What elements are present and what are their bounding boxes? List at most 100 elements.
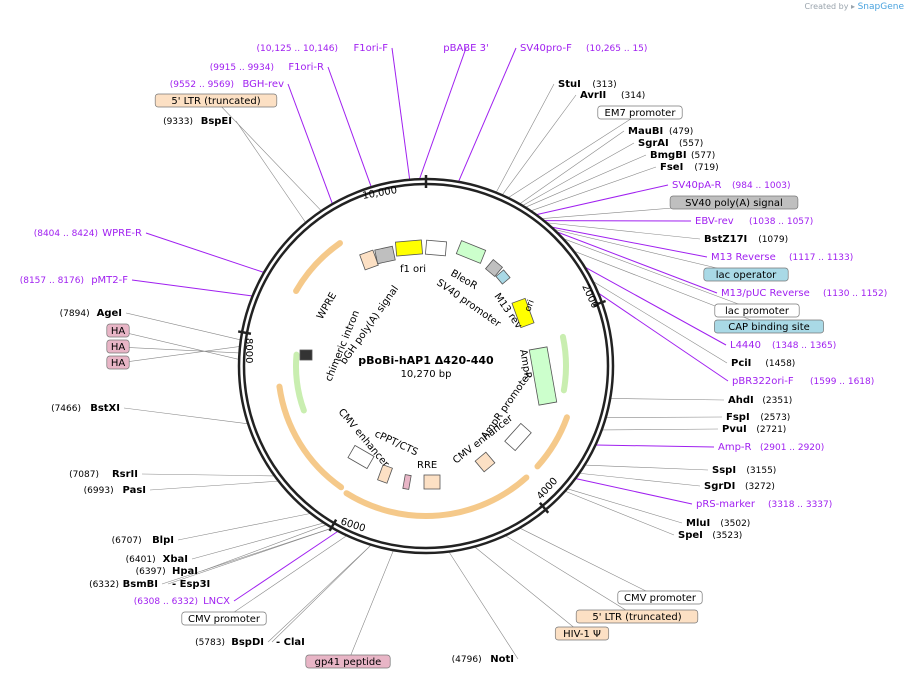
leader-line (141, 473, 275, 477)
enzyme-name: AgeI (97, 308, 122, 319)
label-pmt2-f[interactable]: pMT2-F(8157 .. 8176) (20, 275, 129, 286)
label-sv40pro-f[interactable]: SV40pro-F(10,265 .. 15) (520, 43, 647, 54)
position-label: (3272) (745, 482, 775, 492)
position-label: (2351) (762, 396, 792, 406)
primer-name: WPRE-R (102, 228, 142, 239)
label-amp-r[interactable]: Amp-R(2901 .. 2920) (718, 442, 824, 453)
label-bspdi[interactable]: BspDI(5783) (195, 637, 264, 648)
label-sgrai[interactable]: SgrAI(557) (638, 138, 703, 149)
feature-block (423, 474, 441, 490)
label-lac-operator[interactable]: lac operator (703, 267, 789, 282)
label-bstxi[interactable]: BstXI(7466) (51, 403, 120, 414)
label-sgrdi[interactable]: SgrDI(3272) (704, 481, 775, 492)
label-l4440[interactable]: L4440(1348 .. 1365) (730, 340, 836, 351)
label-gp41-peptide[interactable]: gp41 peptide (305, 654, 391, 669)
feature-label: SV40 poly(A) signal (685, 198, 783, 209)
primer-name: F1ori-R (288, 62, 324, 73)
enzyme-name: BspEI (201, 116, 232, 127)
inner-ori: ori (523, 299, 536, 313)
label-spei[interactable]: SpeI(3523) (678, 530, 742, 541)
label-ebv-rev[interactable]: EBV-rev(1038 .. 1057) (695, 216, 813, 227)
label-sv40-poly-a-signal[interactable]: SV40 poly(A) signal (669, 195, 799, 210)
position-label: (314) (621, 91, 645, 101)
label-fspi[interactable]: FspI(2573) (726, 412, 790, 423)
label-bsmbi[interactable]: BsmBI(6332) (89, 579, 158, 590)
label-lac-promoter[interactable]: lac promoter (714, 303, 800, 318)
feature-box (714, 303, 800, 318)
label--clai[interactable]: - ClaI (276, 637, 305, 648)
label-m13-reverse[interactable]: M13 Reverse(1117 .. 1133) (711, 252, 853, 263)
label-bstz17i[interactable]: BstZ17I(1079) (704, 234, 788, 245)
label-bgh-rev[interactable]: BGH-rev(9552 .. 9569) (170, 79, 284, 90)
label-hpai[interactable]: HpaI(6397) (136, 566, 198, 577)
label-ha[interactable]: HA (106, 355, 130, 370)
enzyme-name: AhdI (728, 395, 754, 406)
label-cmv-promoter[interactable]: CMV promoter (617, 590, 703, 605)
leader-line (347, 550, 394, 663)
label-m13-puc-reverse[interactable]: M13/pUC Reverse(1130 .. 1152) (721, 288, 887, 299)
label-5-ltr-truncated-[interactable]: 5' LTR (truncated) (154, 93, 278, 108)
label-wpre-r[interactable]: WPRE-R(8404 .. 8424) (34, 228, 142, 239)
label-ahdi[interactable]: AhdI (2351) (728, 395, 792, 406)
label--esp3i[interactable]: - Esp3I (172, 579, 210, 590)
tick-4000: 4000 (535, 476, 560, 502)
label-cap-binding-site[interactable]: CAP binding site (714, 319, 824, 334)
label-ha[interactable]: HA (106, 339, 130, 354)
label-maubi[interactable]: MauBI(479) (628, 126, 693, 137)
label-avrii[interactable]: AvrII(314) (580, 90, 645, 101)
leader-line (117, 346, 241, 364)
label-noti[interactable]: NotI(4796) (452, 654, 514, 665)
feature-arc (293, 351, 307, 414)
label-lncx[interactable]: LNCX(6308 .. 6332) (134, 596, 230, 607)
feature-block (359, 249, 379, 271)
label-pcii[interactable]: PciI(1458) (731, 358, 795, 369)
label-stui[interactable]: StuI(313) (558, 79, 617, 90)
label-bspei[interactable]: BspEI(9333) (163, 116, 232, 127)
label-rsrii[interactable]: RsrII(7087) (69, 469, 138, 480)
label-pbr322ori-f[interactable]: pBR322ori-F(1599 .. 1618) (732, 376, 874, 387)
label-em7-promoter[interactable]: EM7 promoter (597, 105, 683, 120)
enzyme-name: SpeI (678, 530, 703, 541)
label-prs-marker[interactable]: pRS-marker(3318 .. 3337) (696, 499, 832, 510)
label-fsei[interactable]: FseI(719) (660, 162, 719, 173)
position-label: (1458) (765, 359, 795, 369)
feature-box (554, 626, 610, 641)
label-mlui[interactable]: MluI(3502) (686, 518, 750, 529)
label-pvui[interactable]: PvuI(2721) (722, 424, 786, 435)
label-sv40pa-r[interactable]: SV40pA-R(984 .. 1003) (672, 180, 791, 191)
position-label: (9552 .. 9569) (170, 80, 234, 90)
feature-arc (559, 333, 569, 394)
leader-line (201, 524, 328, 572)
feature-block (511, 297, 535, 329)
feature-arc (293, 240, 343, 294)
label-agei[interactable]: AgeI(7894) (60, 308, 122, 319)
feature-block (474, 451, 496, 473)
leader-line (567, 488, 683, 524)
leader-line (448, 551, 519, 660)
label-sspi[interactable]: SspI(3155) (712, 465, 776, 476)
label-f1ori-f[interactable]: F1ori-F(10,125 .. 10,146) (257, 43, 389, 54)
label-f1ori-r[interactable]: F1ori-R(9915 .. 9934) (210, 62, 324, 73)
primer-name: M13/pUC Reverse (721, 288, 810, 299)
enzyme-name: BspDI (231, 637, 264, 648)
label-pbabe-3-[interactable]: pBABE 3' (443, 43, 489, 54)
inner-wpre: WPRE (315, 291, 339, 322)
leader-line (535, 184, 669, 216)
label-blpi[interactable]: BlpI(6707) (112, 535, 174, 546)
leader-line (579, 472, 701, 487)
snapgene-logo-icon: ▸ (851, 2, 856, 11)
label-ha[interactable]: HA (106, 323, 130, 338)
enzyme-name: BlpI (152, 535, 174, 546)
position-label: (313) (592, 80, 616, 90)
label-xbai[interactable]: XbaI(6401) (126, 554, 188, 565)
leader-line (177, 513, 311, 541)
feature-label: 5' LTR (truncated) (171, 96, 260, 107)
enzyme-name: - Esp3I (172, 579, 210, 590)
feature-label: HIV-1 Ψ (563, 629, 601, 640)
label-bmgbi[interactable]: BmgBI(577) (650, 150, 715, 161)
label-hiv-1-[interactable]: HIV-1 Ψ (554, 626, 610, 641)
label-5-ltr-truncated-[interactable]: 5' LTR (truncated) (575, 609, 699, 624)
label-cmv-promoter[interactable]: CMV promoter (181, 611, 267, 626)
enzyme-name: XbaI (163, 554, 188, 565)
label-pasi[interactable]: PasI(6993) (84, 485, 146, 496)
